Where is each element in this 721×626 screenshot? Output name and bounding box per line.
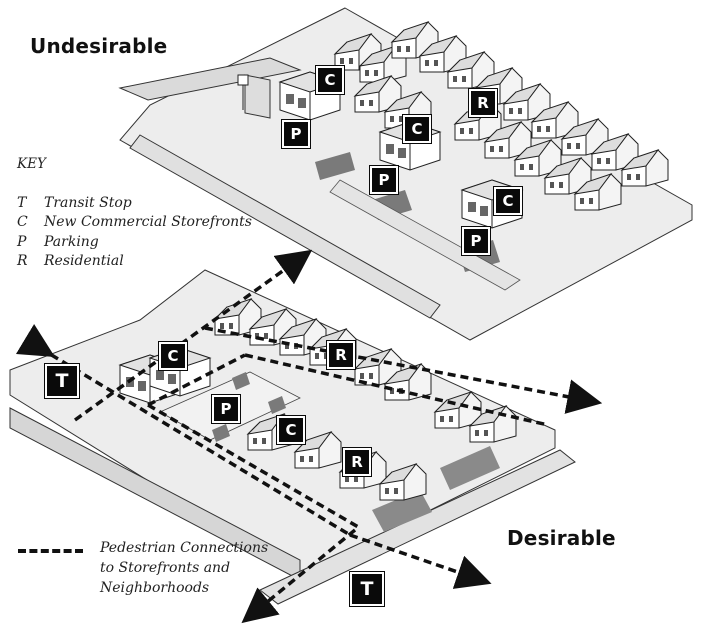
- key-code: C: [17, 214, 28, 230]
- key-code: P: [17, 233, 27, 250]
- undesirable-road: [118, 57, 302, 101]
- key-code: R: [17, 253, 28, 269]
- key-item-commercial: C New Commercial Storefronts: [17, 213, 277, 233]
- badge-residential: R: [327, 341, 355, 369]
- pedestrian-legend: Pedestrian Connections to Storefronts an…: [18, 538, 318, 598]
- pedestrian-connections: [15, 249, 603, 624]
- badge-commercial: C: [403, 115, 431, 143]
- legend-line-1: Pedestrian Connections: [100, 540, 269, 556]
- badge-commercial: C: [494, 187, 522, 215]
- undesirable-site: [118, 7, 693, 341]
- badge-parking: P: [282, 120, 310, 148]
- desirable-heading: Desirable: [507, 526, 616, 550]
- badge-residential: R: [343, 448, 371, 476]
- badge-transit-stop: T: [45, 364, 79, 398]
- badge-commercial: C: [316, 66, 344, 94]
- legend-line-3: Neighborhoods: [100, 580, 210, 596]
- legend-line-2: to Storefronts and: [100, 560, 231, 576]
- map-key: KEY T Transit Stop C New Commercial Stor…: [17, 155, 277, 272]
- key-label: Residential: [44, 253, 124, 269]
- badge-commercial: C: [159, 342, 187, 370]
- key-label: Transit Stop: [44, 194, 132, 211]
- key-item-residential: R Residential: [17, 252, 277, 272]
- key-label: New Commercial Storefronts: [44, 214, 252, 230]
- badge-parking: P: [370, 166, 398, 194]
- undesirable-heading: Undesirable: [30, 34, 168, 58]
- badge-parking: P: [212, 395, 240, 423]
- key-code: T: [17, 194, 27, 211]
- key-label: Parking: [44, 233, 99, 250]
- key-item-transit: T Transit Stop: [17, 194, 277, 214]
- badge-commercial: C: [277, 416, 305, 444]
- badge-parking: P: [462, 227, 490, 255]
- key-title: KEY: [17, 156, 46, 172]
- dashed-line-swatch: [18, 549, 83, 553]
- key-item-parking: P Parking: [17, 233, 277, 253]
- badge-residential: R: [469, 89, 497, 117]
- badge-transit-stop: T: [350, 572, 384, 606]
- legend-text: Pedestrian Connections to Storefronts an…: [100, 538, 320, 598]
